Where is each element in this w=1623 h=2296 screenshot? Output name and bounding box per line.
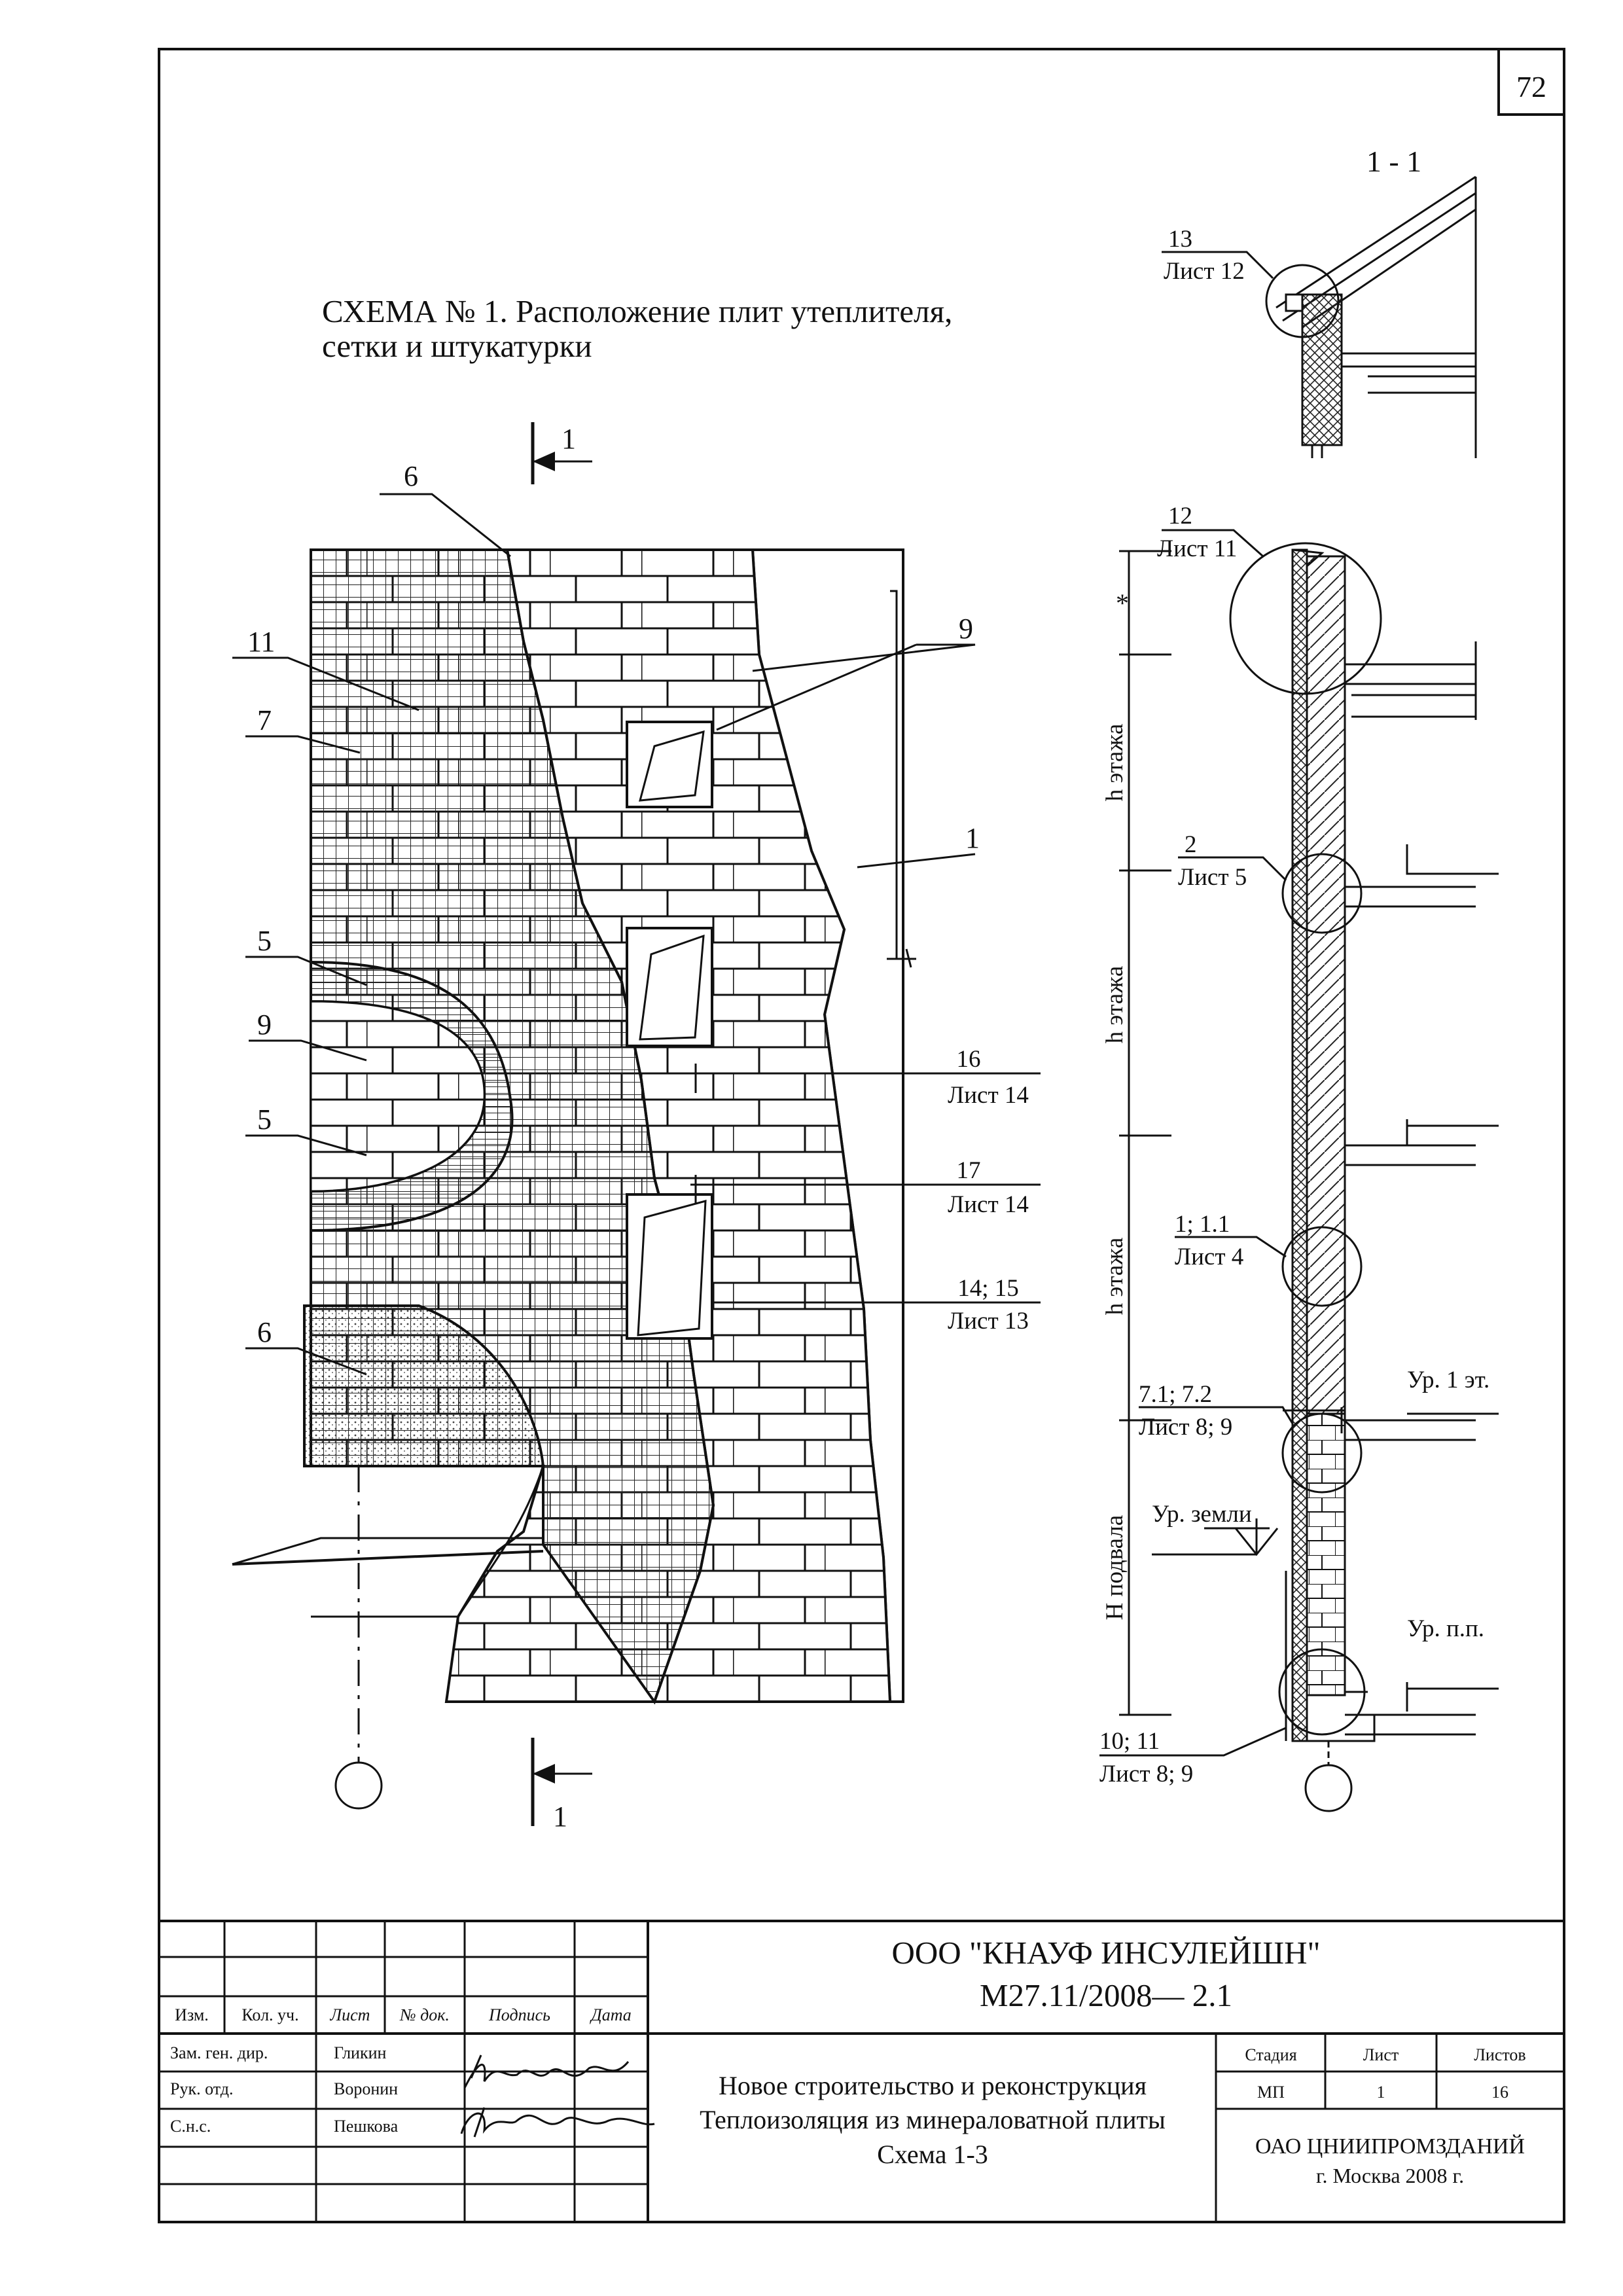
ref-17-sheet: Лист 14: [948, 1191, 1029, 1218]
tb-header-izm: Изм.: [175, 2005, 209, 2024]
tb-organization: ОАО ЦНИИПРОМЗДАНИЙ: [1255, 2134, 1525, 2159]
section-cut-label-top: 1: [562, 423, 576, 455]
ref-712-sheet: Лист 8; 9: [1139, 1414, 1232, 1441]
tb-stage-header: Стадия: [1245, 2045, 1296, 2064]
callout-7: 7: [257, 704, 272, 736]
callout-6-top: 6: [404, 460, 418, 492]
callout-11: 11: [247, 626, 275, 658]
ref-17-num: 17: [957, 1157, 981, 1184]
tb-company: ООО "КНАУФ ИНСУЛЕЙШН": [892, 1935, 1321, 1971]
dim-star: *: [1116, 588, 1129, 618]
ref-1011-num: 10; 11: [1099, 1728, 1160, 1755]
ref-12-num: 12: [1168, 503, 1192, 529]
exposed-bricks: [310, 1000, 486, 1193]
tb-role-1: Зам. ген. дир.: [170, 2043, 268, 2062]
ref-13-num: 13: [1168, 226, 1192, 253]
ref-2-num: 2: [1185, 831, 1197, 858]
level-floor: Ур. п.п.: [1407, 1615, 1484, 1642]
tb-header-doc: № док.: [399, 2005, 450, 2024]
roof-detail: [1275, 175, 1477, 458]
schema-title-line2: сетки и штукатурки: [322, 328, 592, 364]
ref-16-num: 16: [957, 1046, 981, 1073]
dim-h-floor-3: h этажа: [1101, 1238, 1128, 1316]
windows: [626, 721, 713, 1340]
tb-header-kol: Кол. уч.: [241, 2005, 298, 2024]
sheet-number: 72: [1516, 70, 1546, 103]
plinth-lower: [311, 1465, 545, 1618]
tb-sheets: 16: [1491, 2083, 1508, 2102]
tb-doc-code: М27.11/2008— 2.1: [980, 1977, 1232, 2013]
tb-sheet-header: Лист: [1363, 2045, 1399, 2064]
tb-header-date: Дата: [589, 2005, 632, 2024]
title-block: [158, 1920, 1565, 2223]
dim-h-floor-1: h этажа: [1101, 724, 1128, 802]
tb-name-3: Пешкова: [334, 2117, 399, 2136]
facade-elevation: [232, 548, 916, 1810]
ground-line: [232, 1550, 544, 1566]
plinth-finish: [303, 1304, 545, 1467]
ref-13-sheet: Лист 12: [1164, 258, 1245, 285]
tb-sheet: 1: [1377, 2083, 1385, 2102]
signature-peshkova: [460, 2107, 655, 2138]
section-cut-top: [531, 422, 592, 484]
tb-role-3: С.н.с.: [170, 2117, 211, 2136]
section-cut-bottom: [531, 1738, 592, 1826]
wall-section: [1099, 529, 1499, 1812]
ref-712-num: 7.1; 7.2: [1139, 1381, 1212, 1408]
callout-9-left: 9: [257, 1009, 272, 1041]
ref-1415-sheet: Лист 13: [948, 1308, 1029, 1335]
ground-slope: [232, 1537, 543, 1566]
tb-header-list: Лист: [330, 2005, 370, 2024]
tb-desc-2: Теплоизоляция из минераловатной плиты: [700, 2105, 1166, 2134]
tb-desc-3: Схема 1-3: [877, 2140, 988, 2169]
ref-1415-num: 14; 15: [957, 1275, 1019, 1302]
callout-9-right: 9: [959, 613, 973, 645]
callout-1: 1: [965, 822, 980, 854]
tb-city-year: г. Москва 2008 г.: [1316, 2164, 1464, 2187]
tb-name-2: Воронин: [334, 2079, 398, 2098]
tb-desc-1: Новое строительство и реконструкция: [719, 2071, 1147, 2100]
tb-name-1: Гликин: [334, 2043, 387, 2062]
tb-sheets-header: Листов: [1474, 2045, 1525, 2064]
elevation-leaders: [232, 493, 1041, 1376]
section-cut-label-bottom: 1: [553, 1801, 567, 1833]
level-ground: Ур. земли: [1152, 1501, 1252, 1528]
signature-voronin: [463, 2054, 630, 2089]
tb-stage: МП: [1257, 2083, 1285, 2102]
callout-5-top: 5: [257, 925, 272, 957]
axis-bubble: [334, 1761, 383, 1810]
tb-header-sign: Подпись: [488, 2005, 550, 2024]
dim-h-floor-2: h этажа: [1101, 966, 1128, 1044]
dim-h-basement: H подвала: [1101, 1515, 1128, 1621]
leader-13: [1162, 251, 1340, 338]
callout-5-bottom: 5: [257, 1103, 272, 1136]
callout-6-bottom: 6: [257, 1316, 272, 1348]
section-title: 1 - 1: [1366, 145, 1421, 178]
ref-16-sheet: Лист 14: [948, 1082, 1029, 1109]
ref-11-num: 1; 1.1: [1175, 1211, 1230, 1238]
ref-11-sheet: Лист 4: [1175, 1244, 1243, 1270]
level-first-floor: Ур. 1 эт.: [1407, 1367, 1489, 1393]
tb-role-2: Рук. отд.: [170, 2079, 234, 2098]
ref-2-sheet: Лист 5: [1178, 864, 1247, 891]
schema-title-line1: СХЕМА № 1. Расположение плит утеплителя,: [322, 293, 952, 329]
ref-1011-sheet: Лист 8; 9: [1099, 1761, 1193, 1787]
ref-12-sheet: Лист 11: [1157, 535, 1237, 562]
